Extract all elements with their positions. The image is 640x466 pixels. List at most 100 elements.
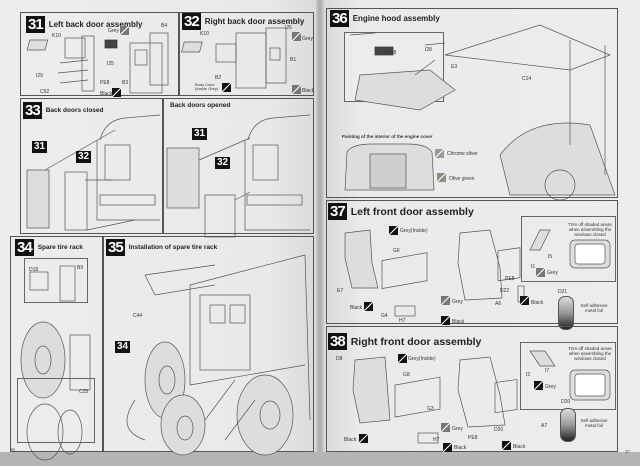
step-34-panel: [10, 236, 103, 452]
step-reference: 32: [76, 151, 92, 163]
paint-label: Grey: [547, 270, 558, 276]
step-number: 36: [330, 10, 349, 27]
paint-label: Chrome silver: [447, 151, 478, 157]
step-title: Left back door assembly: [48, 20, 143, 29]
step-number: 33: [23, 102, 42, 119]
part-label: B1: [290, 57, 297, 63]
paint-label: Black: [454, 445, 467, 451]
part-label: E7: [337, 288, 344, 294]
paint-swatch-icon: [443, 443, 452, 452]
right-page-number: 37: [625, 449, 631, 454]
part-label: H7: [433, 437, 440, 443]
step-35-header: 35 Installation of spare tire rack: [106, 239, 217, 256]
paint-label: Black: [452, 319, 465, 325]
paint-swatch-icon: [112, 88, 121, 97]
part-label: PE8: [505, 276, 515, 282]
part-label: I29: [36, 73, 43, 79]
part-label: A7: [541, 423, 548, 429]
paint-label: Olive green: [449, 176, 475, 182]
paint-swatch-icon: [359, 434, 368, 443]
window-trim-diagram: [529, 229, 611, 269]
engine-hood-diagram: [349, 24, 616, 201]
step-37-header: 37 Left front door assembly: [328, 203, 474, 220]
step-title: Right back door assembly: [204, 17, 305, 26]
part-label: G3: [427, 406, 434, 412]
part-label: I25: [107, 61, 114, 67]
paint-swatch-icon: [534, 381, 543, 390]
part-label: I5: [548, 254, 553, 260]
paint-label: Grey: [545, 384, 556, 390]
step-35-panel: [103, 236, 314, 452]
paint-swatch-icon: [435, 149, 444, 158]
part-label: K10: [200, 31, 209, 37]
step-33-subtitle: Back doors opened: [170, 102, 231, 109]
step-31-panel: [20, 12, 180, 96]
step-37-panel: [326, 200, 618, 324]
paint-swatch-icon: [120, 26, 129, 35]
step-title: Right front door assembly: [350, 335, 482, 348]
paint-label: Grey: [452, 299, 463, 305]
paint-label: Grey(Inside): [400, 228, 428, 234]
spare-tire-rack-diagram: [20, 265, 91, 461]
part-label: B4: [161, 23, 168, 29]
back-doors-closed-diagram: [26, 114, 161, 231]
part-label: H7: [399, 318, 406, 324]
part-label: D8: [336, 356, 343, 362]
part-label: I1: [531, 264, 536, 270]
part-label: G6: [393, 248, 400, 254]
step-36-header: 36 Engine hood assembly: [330, 10, 440, 27]
rack-detail-inset: [24, 258, 88, 303]
step-title: Engine hood assembly: [352, 14, 440, 23]
paint-label: Black: [513, 444, 526, 450]
paint-swatch-icon: [292, 85, 301, 94]
part-label: B9: [77, 265, 84, 271]
step-reference: 31: [32, 141, 48, 153]
right-front-door-diagram: [352, 356, 518, 444]
paint-swatch-icon: [437, 173, 446, 182]
right-back-door-diagram: [181, 27, 287, 89]
metal-foil-swatch: [558, 296, 574, 330]
paint-swatch-icon: [222, 83, 231, 92]
step-33-header: 33 Back doors closed: [23, 102, 104, 119]
part-label: G8: [403, 372, 410, 378]
paint-swatch-icon: [389, 226, 398, 235]
wheel-detail-inset: [17, 378, 95, 443]
step-34-header: 34 Spare tire rack: [15, 239, 83, 256]
paint-label: Grey: [452, 426, 463, 432]
back-doors-opened-diagram: [166, 114, 311, 238]
left-back-door-diagram: [26, 32, 169, 94]
window-trim-diagram: [529, 350, 611, 401]
step-32-header: 32 Right back door assembly: [182, 13, 304, 30]
foil-note: Self adhesive metal foil: [580, 303, 608, 313]
step-number: 35: [106, 239, 125, 256]
painting-note: Painting of the interior of the engine c…: [342, 134, 433, 139]
spare-tire-installation-diagram: [126, 254, 311, 456]
step-38-panel: [326, 326, 618, 452]
paint-label: Grey(Inside): [408, 356, 436, 362]
part-label: C14: [522, 76, 532, 82]
step-33-panel: [20, 98, 314, 234]
step-title: Left front door assembly: [350, 205, 474, 218]
part-label: E3: [451, 64, 458, 70]
page-gutter: [316, 0, 324, 466]
paint-label: Black: [350, 305, 363, 311]
table-surface: [0, 452, 640, 466]
part-label: I2: [526, 372, 531, 378]
paint-swatch-icon: [520, 296, 529, 305]
part-label: A6: [495, 301, 502, 307]
paint-swatch-icon: [364, 302, 373, 311]
left-front-door-diagram: [344, 229, 525, 317]
metal-foil-swatch: [560, 408, 576, 442]
step-title: Installation of spare tire rack: [128, 244, 218, 251]
step-38-header: 38 Right front door assembly: [328, 333, 481, 350]
paint-label: Black: [531, 300, 544, 306]
step-title: Spare tire rack: [37, 244, 83, 251]
part-label: K10: [52, 33, 61, 39]
paint-label: Grey: [108, 28, 119, 34]
part-label: D21: [558, 289, 568, 295]
paint-swatch-icon: [502, 441, 511, 450]
step-36-panel: [326, 8, 618, 198]
paint-label: Black: [302, 88, 315, 94]
paint-swatch-icon: [536, 268, 545, 277]
step-number: 31: [26, 16, 45, 33]
